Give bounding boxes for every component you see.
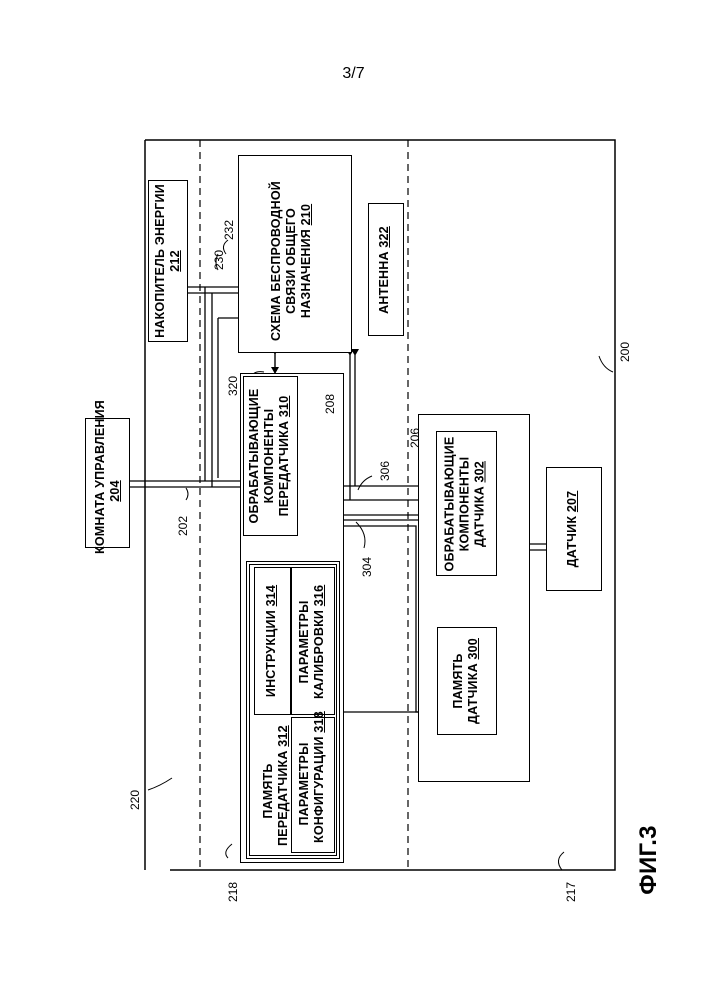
- sensor-mem-label: ПАМЯТЬ ДАТЧИКА 300: [451, 630, 483, 732]
- sensor-proc-line3: ДАТЧИКА: [473, 486, 487, 547]
- wireless-circuit-label: СХЕМА БЕСПРОВОДНОЙ СВЯЗИ ОБЩЕГО НАЗНАЧЕН…: [269, 163, 317, 359]
- sensor-label: ДАТЧИК 207: [565, 479, 583, 579]
- antenna-label: АНТЕННА 322: [377, 210, 395, 330]
- calibration-line2: КАЛИБРОВКИ: [312, 610, 326, 699]
- transmitter-mem-label: ПАМЯТЬ ПЕРЕДАТЧИКА 312: [261, 736, 293, 846]
- wireless-num: 210: [299, 204, 313, 225]
- configuration-label: ПАРАМЕТРЫ КОНФИГУРАЦИИ 318: [297, 725, 329, 843]
- configuration-line1: ПАРАМЕТРЫ: [297, 742, 311, 825]
- control-room-label: КОМНАТА УПРАВЛЕНИЯ204: [93, 428, 123, 554]
- antenna-text: АНТЕННА: [377, 251, 391, 314]
- control-room-num: 204: [108, 480, 122, 501]
- calibration-num: 316: [312, 585, 326, 606]
- sensor-proc-label: ОБРАБАТЫВАЮЩИЕ КОМПОНЕНТЫ ДАТЧИКА 302: [443, 432, 491, 577]
- ref-306: 306: [378, 451, 392, 481]
- ref-217: 217: [564, 872, 578, 902]
- sensor-proc-line2: КОМПОНЕНТЫ: [458, 457, 472, 552]
- transmitter-proc-num: 310: [277, 396, 291, 417]
- calibration-label: ПАРАМЕТРЫ КАЛИБРОВКИ 316: [297, 585, 329, 699]
- transmitter-proc-line2: КОМПОНЕНТЫ: [262, 409, 276, 504]
- energy-storage-label: НАКОПИТЕЛЬ ЭНЕРГИИ212: [153, 181, 183, 341]
- transmitter-proc-label: ОБРАБАТЫВАЮЩИЕ КОМПОНЕНТЫ ПЕРЕДАТЧИКА 31…: [247, 381, 295, 531]
- ref-220: 220: [128, 780, 142, 810]
- configuration-num: 318: [312, 711, 326, 732]
- ref-200: 200: [618, 332, 632, 362]
- sensor-mem-num: 300: [466, 638, 480, 659]
- figure-label: ФИГ.3: [635, 820, 663, 900]
- transmitter-proc-line1: ОБРАБАТЫВАЮЩИЕ: [247, 389, 261, 524]
- ref-232: 232: [222, 210, 236, 240]
- transmitter-proc-line3: ПЕРЕДАТЧИКА: [277, 421, 291, 517]
- sensor-mem-line1: ПАМЯТЬ: [451, 653, 465, 708]
- wireless-line3: НАЗНАЧЕНИЯ: [299, 229, 313, 318]
- ref-320: 320: [226, 366, 240, 396]
- sensor-proc-line1: ОБРАБАТЫВАЮЩИЕ: [443, 437, 457, 572]
- sensor-mem-line2: ДАТЧИКА: [466, 663, 480, 724]
- configuration-line2: КОНФИГУРАЦИИ: [312, 736, 326, 843]
- energy-storage-text: НАКОПИТЕЛЬ ЭНЕРГИИ: [153, 184, 167, 338]
- calibration-line1: ПАРАМЕТРЫ: [297, 600, 311, 683]
- control-room-text: КОМНАТА УПРАВЛЕНИЯ: [93, 400, 107, 554]
- instructions-label: ИНСТРУКЦИИ 314: [264, 576, 282, 706]
- instructions-num: 314: [264, 585, 278, 606]
- ref-304: 304: [360, 547, 374, 577]
- transmitter-mem-line2: ПЕРЕДАТЧИКА: [276, 750, 290, 846]
- wireless-line2: СВЯЗИ ОБЩЕГО: [284, 208, 298, 314]
- ref-218: 218: [226, 872, 240, 902]
- ref-202: 202: [176, 506, 190, 536]
- ref-208: 208: [323, 384, 337, 414]
- sensor-num: 207: [565, 491, 579, 512]
- sensor-text: ДАТЧИК: [565, 516, 579, 568]
- transmitter-mem-num: 312: [276, 725, 290, 746]
- instructions-text: ИНСТРУКЦИИ: [264, 610, 278, 697]
- antenna-num: 322: [377, 226, 391, 247]
- energy-storage-num: 212: [168, 250, 182, 271]
- ref-206: 206: [408, 418, 422, 448]
- transmitter-mem-line1: ПАМЯТЬ: [261, 763, 275, 818]
- wireless-line1: СХЕМА БЕСПРОВОДНОЙ: [269, 181, 283, 341]
- ref-230: 230: [212, 240, 226, 270]
- sensor-proc-num: 302: [473, 461, 487, 482]
